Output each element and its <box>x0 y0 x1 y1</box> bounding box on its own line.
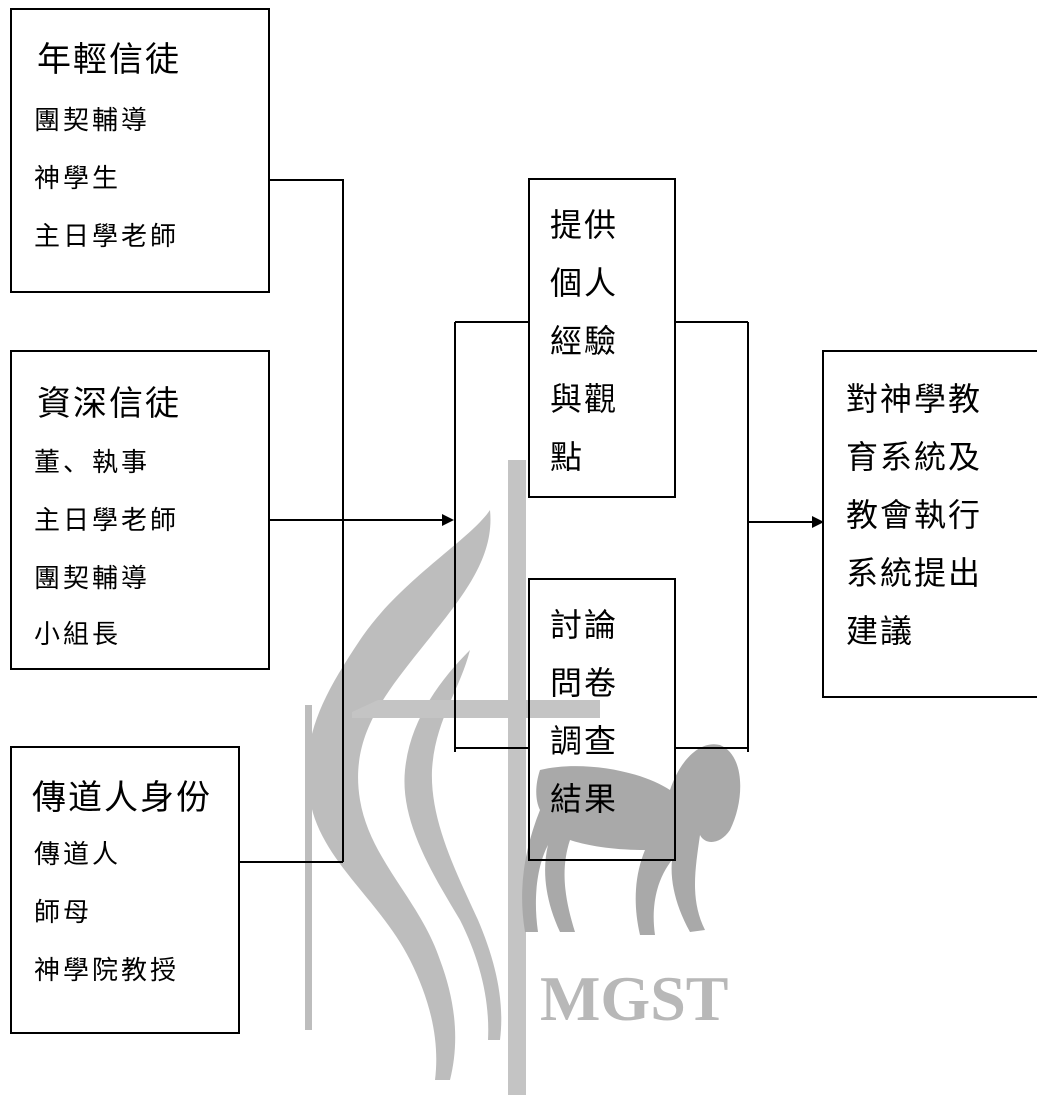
experience-box: 提供 個人 經驗 與觀 點 <box>528 178 676 498</box>
senior-item-sunday-teacher: 主日學老師 <box>34 506 180 536</box>
experience-line-3: 經驗 <box>550 322 619 360</box>
survey-line-1: 討論 <box>550 606 619 644</box>
senior-item-fellowship-counselor: 團契輔導 <box>34 564 151 594</box>
senior-believers-box: 資深信徒 董、執事 主日學老師 團契輔導 小組長 <box>10 350 270 670</box>
preacher-item-seminary-professor: 神學院教授 <box>34 956 180 986</box>
watermark-text: MGST <box>540 963 728 1034</box>
connector-young <box>270 179 344 862</box>
survey-line-3: 調查 <box>550 722 619 760</box>
experience-line-2: 個人 <box>550 264 619 302</box>
survey-line-4: 結果 <box>550 780 619 818</box>
result-line-5: 建議 <box>846 612 915 650</box>
young-item-sunday-teacher: 主日學老師 <box>34 222 180 252</box>
horse-shape <box>522 744 741 935</box>
young-item-seminarian: 神學生 <box>34 164 122 194</box>
experience-line-5: 點 <box>550 438 585 476</box>
senior-item-deacons: 董、執事 <box>34 448 151 478</box>
senior-item-group-leader: 小組長 <box>34 620 122 650</box>
result-line-3: 教會執行 <box>846 496 983 534</box>
preacher-item-preacher: 傳道人 <box>34 840 122 870</box>
young-item-fellowship-counselor: 團契輔導 <box>34 106 151 136</box>
preacher-item-pastor-wife: 師母 <box>34 898 93 928</box>
recommendations-box: 對神學教 育系統及 教會執行 系統提出 建議 <box>822 350 1037 698</box>
experience-line-1: 提供 <box>550 206 619 244</box>
result-line-1: 對神學教 <box>846 380 983 418</box>
preacher-identity-box: 傳道人身份 傳道人 師母 神學院教授 <box>10 746 240 1034</box>
flame-shape <box>305 510 502 1080</box>
senior-believers-title: 資深信徒 <box>37 384 181 424</box>
survey-line-2: 問卷 <box>550 664 619 702</box>
experience-line-4: 與觀 <box>550 380 619 418</box>
cross-shape <box>352 460 600 1095</box>
survey-results-box: 討論 問卷 調查 結果 <box>528 578 676 861</box>
young-believers-box: 年輕信徒 團契輔導 神學生 主日學老師 <box>10 8 270 293</box>
result-line-2: 育系統及 <box>846 438 983 476</box>
result-line-4: 系統提出 <box>846 554 983 592</box>
young-believers-title: 年輕信徒 <box>37 40 181 80</box>
preacher-identity-title: 傳道人身份 <box>32 778 212 818</box>
